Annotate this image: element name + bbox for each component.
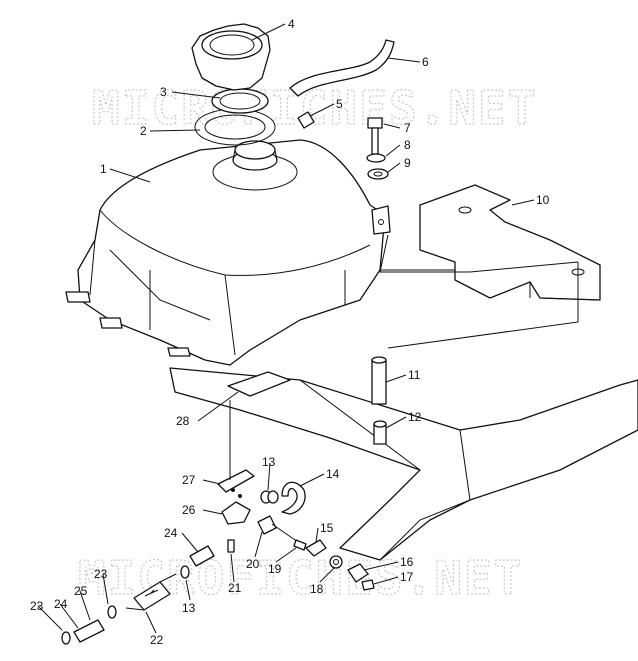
fuel-hose-24-lower: [73, 619, 105, 643]
callout-24-lower: 24: [54, 597, 68, 611]
tank-mount-tab-left: [65, 291, 91, 303]
callout-13-lower: 13: [182, 601, 196, 615]
callout-10: 10: [536, 193, 550, 207]
leader-lines: [37, 23, 579, 634]
fuel-hose-loop: [281, 481, 306, 515]
callout-21: 21: [228, 581, 242, 595]
frame-rail: [169, 367, 638, 561]
callout-15: 15: [320, 521, 334, 535]
callout-11: 11: [408, 368, 421, 382]
callout-27: 27: [182, 473, 196, 487]
callout-12: 12: [408, 410, 422, 424]
callout-17: 17: [400, 570, 414, 584]
clamp-23-lower: [61, 631, 71, 645]
callout-2: 2: [140, 124, 147, 138]
fuel-hose-24-upper: [189, 545, 215, 567]
tank-mount-tab-front: [99, 317, 123, 329]
callout-23-lower: 23: [30, 599, 44, 613]
fuel-valve-assembly: [217, 469, 255, 553]
fuel-filter: [125, 573, 177, 611]
hose-end-19: [293, 539, 307, 551]
callout-6: 6: [422, 55, 429, 69]
callout-25: 25: [74, 584, 88, 598]
hose-fitting-20: [257, 515, 277, 535]
callout-19: 19: [268, 562, 282, 576]
clamp-13-lower: [180, 565, 190, 579]
tank-mount-tab-bottom: [167, 347, 191, 357]
callout-16: 16: [400, 555, 414, 569]
callout-9: 9: [404, 156, 411, 170]
bolt-and-washers: [366, 117, 389, 180]
callout-20: 20: [246, 557, 260, 571]
callout-8: 8: [404, 138, 411, 152]
clamp-23-mid: [107, 605, 117, 619]
callout-labels: 4 6 3 5 2 7 8 9 1 10 11 12 28 27 13 14 2…: [30, 17, 550, 647]
callout-1: 1: [100, 162, 107, 176]
callout-26: 26: [182, 503, 196, 517]
callout-14: 14: [326, 467, 340, 481]
callout-23-mid: 23: [94, 567, 108, 581]
vent-hose: [289, 39, 395, 97]
fuel-cap: [191, 23, 271, 91]
watermark-top: MICROFICHES.NET: [92, 81, 537, 135]
callout-5: 5: [336, 97, 343, 111]
callout-24-upper: 24: [164, 526, 178, 540]
spacer-bushing: [371, 356, 387, 445]
callout-3: 3: [160, 85, 167, 99]
callout-7: 7: [404, 121, 411, 135]
callout-13-upper: 13: [262, 455, 276, 469]
mount-hardware: [329, 555, 375, 591]
tank-pad: [227, 371, 291, 397]
callout-4: 4: [288, 17, 295, 31]
foam-pad: [419, 184, 601, 301]
bracket-15: [305, 539, 327, 557]
callout-28: 28: [176, 414, 190, 428]
callout-18: 18: [310, 582, 324, 596]
fuel-tank: [65, 139, 391, 366]
callout-22: 22: [150, 633, 164, 647]
